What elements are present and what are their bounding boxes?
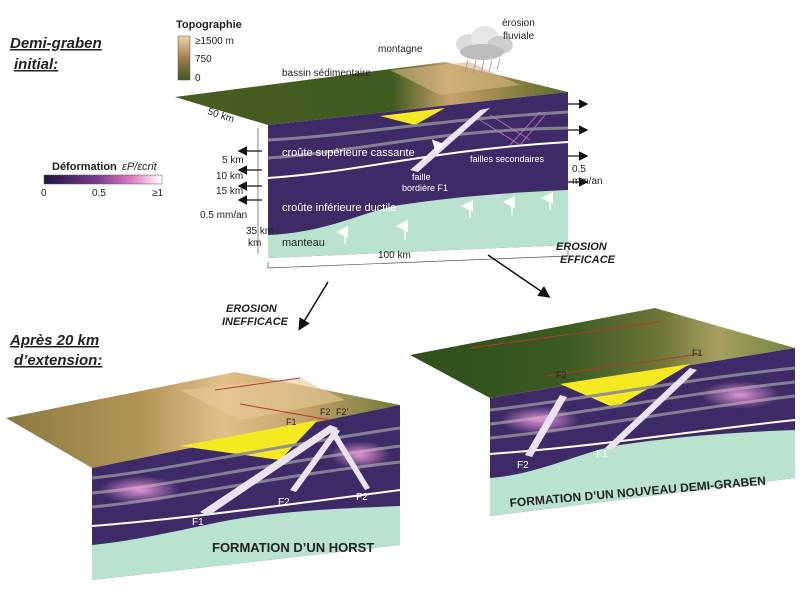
deformation-tick-min: 0 — [41, 188, 47, 199]
deformation-tick-mid: 0.5 — [92, 188, 106, 199]
label-secondary-faults: failles secondaires — [470, 154, 545, 164]
horst-fault-F1 — [200, 425, 338, 516]
erosion-cloud-icon — [456, 26, 513, 75]
initial-block: bassin sédimentaire montagne érosion flu… — [175, 18, 603, 269]
heading-after: Après 20 km d’extension: — [9, 332, 102, 369]
heading-initial: Demi-graben initial: — [10, 35, 102, 73]
horst-surface-mark-F2prime: F2’ — [336, 407, 349, 417]
label-depth-10km: 10 km — [216, 171, 243, 182]
heading-after-line2: d’extension: — [14, 352, 102, 369]
initial-extension-arrows — [237, 99, 589, 205]
halfgraben-label-F1: F1 — [596, 449, 608, 460]
horst-caption: FORMATION D’UN HORST — [212, 540, 374, 555]
heading-initial-line1: Demi-graben — [10, 35, 102, 52]
label-border-fault-line2: bordière F1 — [402, 183, 448, 193]
horst-label-F1: F1 — [192, 517, 204, 528]
label-depth-15km: 15 km — [216, 186, 243, 197]
label-depth-35km-unit: km — [248, 238, 261, 249]
label-rate-right-line2: mm/an — [572, 176, 603, 187]
branch-right-line2: EFFICACE — [560, 254, 616, 266]
topography-tick-min: 0 — [195, 73, 201, 84]
deformation-tick-max: ≥1 — [152, 188, 163, 199]
horst-mantle — [92, 506, 400, 580]
horst-block: F1 F2 F2’ F1 F2 F2’ FORMATION D’UN HORST — [6, 372, 401, 580]
label-depth-5km: 5 km — [222, 155, 244, 166]
topography-tick-max: ≥1500 m — [195, 36, 234, 47]
branch-arrow-left — [298, 281, 329, 331]
horst-fault-F2 — [290, 428, 340, 492]
initial-secondary-faults — [479, 111, 546, 146]
deformation-legend-symbol: εP/εcrit — [122, 161, 158, 173]
halfgraben-label-F2: F2 — [517, 460, 529, 471]
label-mantle: manteau — [282, 237, 325, 249]
branch-arrows: EROSION INEFFICACE EROSION EFFICACE — [222, 241, 616, 331]
initial-mantle — [268, 190, 568, 258]
horst-surface-mark-F2: F2 — [320, 407, 331, 417]
label-erosion-line2: fluviale — [503, 31, 535, 42]
horst-fault-F2prime — [330, 430, 370, 490]
horst-label-F2: F2 — [278, 497, 290, 508]
branch-left-line2: INEFFICACE — [222, 316, 289, 328]
horst-label-F2prime: F2’ — [356, 492, 370, 503]
topography-colorbar — [177, 35, 191, 81]
topography-tick-mid: 750 — [195, 54, 212, 65]
label-depth-35km: 35 km — [246, 226, 273, 237]
horst-surface-mark-F1: F1 — [286, 417, 297, 427]
initial-mountain-relief — [390, 62, 520, 95]
halfgraben-surface-mark-F1: F1 — [692, 348, 703, 358]
heading-after-line1: Après 20 km — [9, 332, 99, 349]
new-halfgraben-block: F2 F1 F2 F1 FORMATION D’UN NOUVEAU DEMI-… — [410, 308, 796, 516]
label-erosion-line1: érosion — [502, 18, 535, 29]
label-lower-crust: croûte inférieure ductile — [282, 202, 396, 214]
label-rate-left: 0.5 mm/an — [200, 210, 247, 221]
deformation-colorbar — [43, 174, 163, 185]
horst-sediment-wedge — [180, 420, 318, 460]
label-border-fault-line1: faille — [412, 172, 431, 182]
initial-border-fault-F1 — [410, 108, 490, 172]
branch-right-line1: EROSION — [556, 241, 608, 253]
topography-legend: Topographie ≥1500 m 750 0 — [176, 19, 242, 84]
label-basin: bassin sédimentaire — [282, 68, 371, 79]
initial-sediment-wedge — [380, 108, 445, 125]
topography-legend-title: Topographie — [176, 19, 242, 31]
label-mountain: montagne — [378, 44, 423, 55]
label-rate-right-line1: 0.5 — [572, 164, 586, 175]
halfgraben-fault-F2 — [525, 395, 567, 457]
heading-initial-line2: initial: — [14, 56, 58, 73]
deformation-legend-title: Déformation — [52, 161, 117, 173]
halfgraben-mantle — [490, 430, 795, 516]
label-upper-crust: croûte supérieure cassante — [282, 147, 415, 159]
branch-left-line1: EROSION — [226, 303, 278, 315]
label-width: 100 km — [378, 250, 411, 261]
halfgraben-surface — [410, 308, 795, 398]
initial-mantle-upwelling-arrows — [336, 192, 553, 244]
branch-arrow-right — [487, 254, 551, 298]
halfgraben-surface-mark-F2: F2 — [556, 370, 567, 380]
deformation-legend: Déformation εP/εcrit 0 0.5 ≥1 — [41, 161, 163, 199]
halfgraben-fault-F1 — [605, 368, 697, 450]
